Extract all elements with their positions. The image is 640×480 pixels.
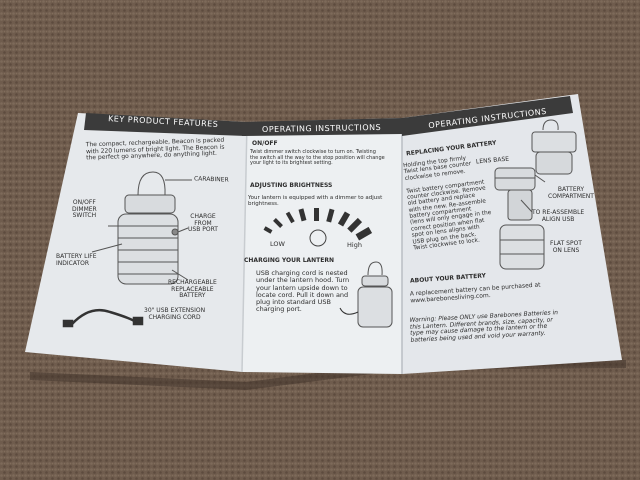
label-rechargeable-battery: RECHARGEABLE REPLACEABLE BATTERY <box>168 279 217 300</box>
label-charge-usb: CHARGE FROM USB PORT <box>188 213 218 234</box>
label-line: FROM <box>194 219 212 227</box>
label-line: USB PORT <box>188 226 218 234</box>
body-line: Twist dimmer switch clockwise to turn on… <box>250 149 376 155</box>
onoff-title: ON/OFF <box>252 140 278 147</box>
body-line: plug into standard USB <box>256 298 332 307</box>
label-line: TO RE-ASSEMBLE <box>532 209 585 216</box>
label-line: BATTERY LIFE <box>56 253 97 260</box>
body-line: your lantern upside down to <box>256 283 348 292</box>
high-label: High <box>347 241 362 249</box>
label-reassemble: TO RE-ASSEMBLE ALIGN USB <box>532 209 585 223</box>
label-carabiner: CARABINER <box>193 175 229 184</box>
label-battery-compartment: BATTERY COMPARTMENT <box>548 186 594 200</box>
label-dimmer-switch: ON/OFF DIMMER SWITCH <box>72 199 97 220</box>
body-line: Your lantern is equipped with a dimmer t… <box>248 195 383 201</box>
label-line: ON/OFF <box>72 199 96 206</box>
label-line: RECHARGEABLE <box>168 279 217 286</box>
label-line: COMPARTMENT <box>548 192 594 200</box>
label-battery-life: BATTERY LIFE INDICATOR <box>56 253 97 267</box>
charging-lantern-illustration <box>339 261 393 328</box>
body-line: your light to its brightest setting. <box>250 160 333 167</box>
rotate-icon <box>309 229 327 247</box>
label-line: BATTERY <box>179 292 206 300</box>
exploded-lantern-illustration <box>494 119 577 270</box>
label-line: REPLACEABLE <box>171 285 214 293</box>
charging-title: CHARGING YOUR LANTERN <box>244 257 335 264</box>
header-band-middle <box>240 118 402 136</box>
label-line: 30" USB EXTENSION <box>144 307 206 314</box>
label-line: CHARGE <box>190 213 216 220</box>
body-line: USB charging cord is nested <box>256 269 348 277</box>
label-usb-cord: 30" USB EXTENSION CHARGING CORD <box>144 307 206 321</box>
lantern-illustration <box>91 171 192 285</box>
body-line: charging port. <box>256 305 302 314</box>
body-line: locate cord. Pull it down and <box>256 290 349 299</box>
body-line: under the lantern hood. Turn <box>256 276 350 285</box>
label-flat-spot: FLAT SPOT ON LENS <box>550 240 582 254</box>
body-line: the switch all the way to the stop posit… <box>250 154 385 161</box>
low-label: LOW <box>270 240 285 248</box>
label-line: BATTERY <box>557 186 585 193</box>
label-line: CHARGING CORD <box>148 313 201 321</box>
dimmer-scale <box>263 208 373 241</box>
label-line: DIMMER <box>72 205 97 213</box>
charging-body: USB charging cord is nested under the la… <box>256 269 350 314</box>
header-band-right <box>402 96 573 136</box>
adjust-title: ADJUSTING BRIGHTNESS <box>250 182 333 189</box>
header-band-left <box>84 113 246 136</box>
replacing-body: Holding the top firmly Twist lens base c… <box>403 153 495 252</box>
label-line: SWITCH <box>72 212 97 220</box>
label-line: ALIGN USB <box>541 215 575 223</box>
adjust-body: Your lantern is equipped with a dimmer t… <box>248 195 382 207</box>
label-line: ON LENS <box>552 246 580 254</box>
body-line: brightness. <box>248 201 279 208</box>
onoff-body: Twist dimmer switch clockwise to turn on… <box>250 149 385 167</box>
usb-cord-illustration <box>62 308 144 328</box>
label-line: INDICATOR <box>56 259 90 267</box>
label-line: FLAT SPOT <box>550 240 582 247</box>
